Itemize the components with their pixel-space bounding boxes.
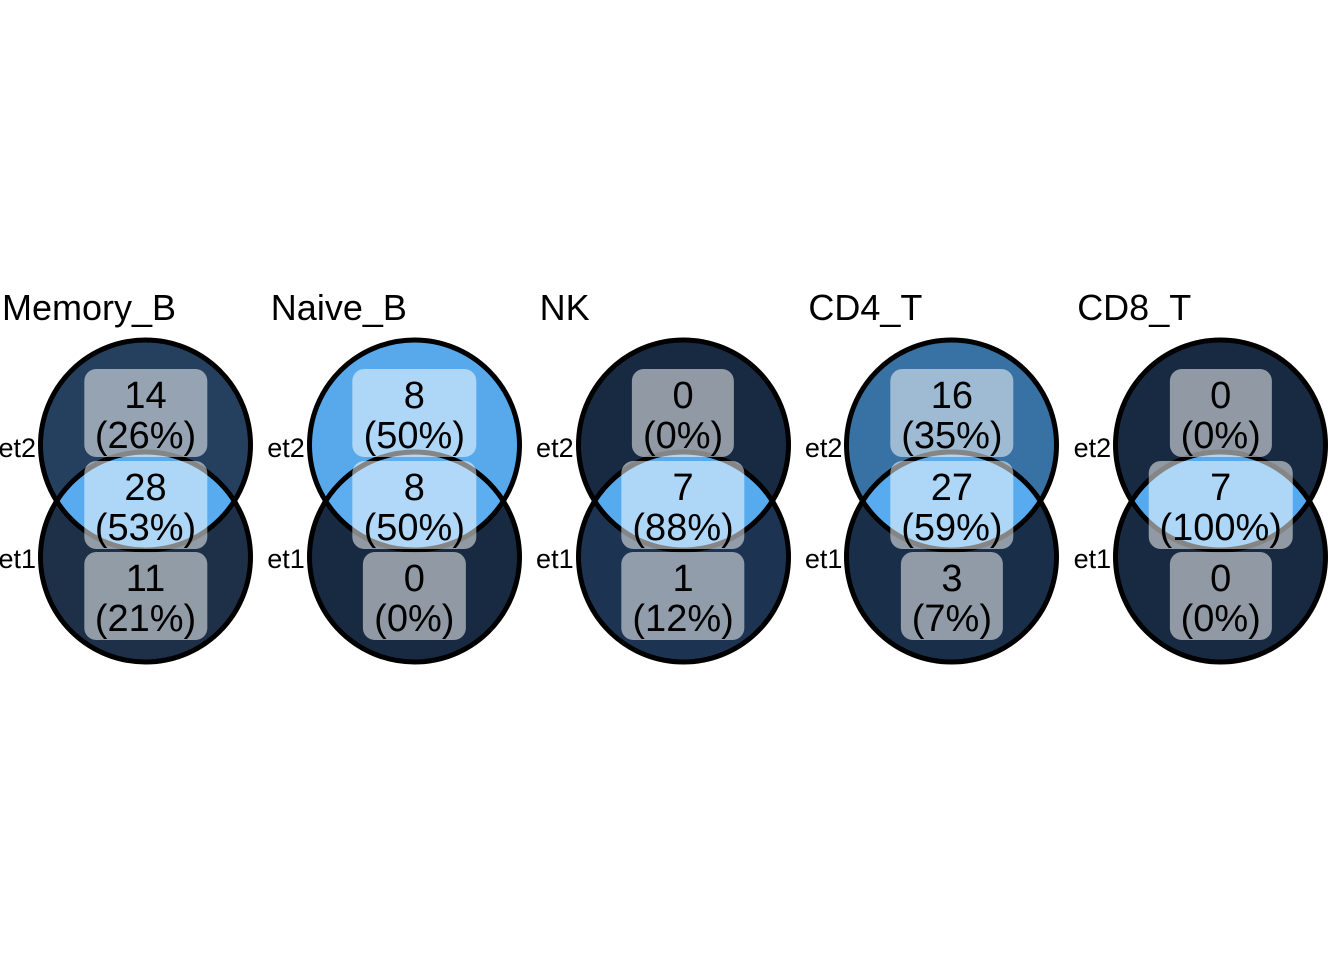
region-percent: (21%) [94, 598, 197, 640]
region-label-bottom: 0 (0%) [363, 552, 466, 640]
region-percent: (0%) [1180, 598, 1261, 640]
region-label-top: 0 (0%) [1169, 369, 1272, 457]
set2-circle-outline [306, 337, 522, 553]
region-percent: (59%) [901, 507, 1003, 549]
region-percent: (88%) [632, 507, 734, 549]
panel-title: CD8_T [1077, 287, 1192, 328]
region-count: 0 [672, 375, 694, 417]
set2-circle-outline [38, 337, 253, 553]
region-count: 1 [672, 558, 694, 600]
region-label-overlap: 7 (88%) [621, 461, 745, 549]
region-percent: (35%) [901, 415, 1003, 457]
set1-label: et1 [536, 544, 574, 574]
region-count: 28 [124, 467, 167, 509]
region-count: 7 [1210, 467, 1232, 509]
region-percent: (50%) [363, 507, 465, 549]
region-percent: (12%) [632, 598, 734, 640]
set2-label: et2 [804, 433, 843, 463]
region-label-top: 8 (50%) [352, 369, 476, 457]
region-label-bottom: 0 (0%) [1169, 552, 1272, 640]
panel-title: Memory_B [2, 287, 177, 328]
region-count: 8 [403, 467, 425, 509]
region-percent: (0%) [1180, 415, 1261, 457]
set1-label: et1 [1073, 544, 1112, 574]
region-label-overlap: 8 (50%) [352, 461, 476, 549]
region-percent: (0%) [374, 598, 455, 640]
region-count: 14 [124, 375, 167, 417]
region-count: 0 [1210, 375, 1232, 417]
region-count: 16 [930, 375, 974, 417]
panel-title: Naive_B [270, 287, 407, 328]
region-count: 0 [1210, 558, 1232, 600]
panel-title: NK [539, 287, 590, 328]
set2-label: et2 [267, 433, 305, 463]
venn-panel-cd4-t: CD4_T et2 et1 16 (35%) 27 (59%) 3 (7%) [804, 0, 1075, 960]
set2-label: et2 [0, 433, 36, 463]
set1-label: et1 [267, 544, 305, 574]
region-label-overlap: 27 (59%) [890, 461, 1014, 549]
set1-label: et1 [0, 544, 36, 574]
region-percent: (0%) [642, 415, 724, 457]
region-percent: (53%) [94, 507, 197, 549]
region-label-top: 0 (0%) [631, 369, 735, 457]
region-count: 8 [403, 375, 425, 417]
set2-label: et2 [1073, 433, 1112, 463]
set1-label: et1 [804, 544, 843, 574]
panel-title: CD4_T [808, 287, 923, 328]
region-label-bottom: 1 (12%) [621, 552, 745, 640]
region-label-top: 16 (35%) [890, 369, 1014, 457]
region-label-overlap: 28 (53%) [83, 461, 208, 549]
region-label-bottom: 11 (21%) [83, 552, 208, 640]
region-count: 27 [930, 467, 974, 509]
region-label-top: 14 (26%) [83, 369, 208, 457]
region-label-overlap: 7 (100%) [1148, 461, 1293, 549]
venn-panel-nk: NK et2 et1 0 (0%) 7 (88%) 1 (12%) [536, 0, 807, 960]
region-count: 0 [403, 558, 425, 600]
region-count: 7 [672, 467, 694, 509]
set2-circle-outline [1113, 337, 1329, 553]
region-percent: (7%) [911, 598, 993, 640]
region-count: 11 [125, 558, 166, 600]
set2-circle-outline [844, 337, 1060, 553]
region-percent: (50%) [363, 415, 465, 457]
region-label-bottom: 3 (7%) [900, 552, 1004, 640]
set2-circle-outline [575, 337, 791, 553]
venn-panel-memory-b: Memory_B et2 et1 14 (26%) 28 (53%) 11 (2… [0, 0, 269, 960]
region-percent: (26%) [94, 415, 197, 457]
region-percent: (100%) [1159, 507, 1282, 549]
venn-panel-naive-b: Naive_B et2 et1 8 (50%) 8 (50%) 0 (0%) [267, 0, 538, 960]
region-count: 3 [941, 558, 963, 600]
set2-label: et2 [536, 433, 574, 463]
venn-panel-cd8-t: CD8_T et2 et1 0 (0%) 7 (100%) 0 (0%) [1073, 0, 1344, 960]
